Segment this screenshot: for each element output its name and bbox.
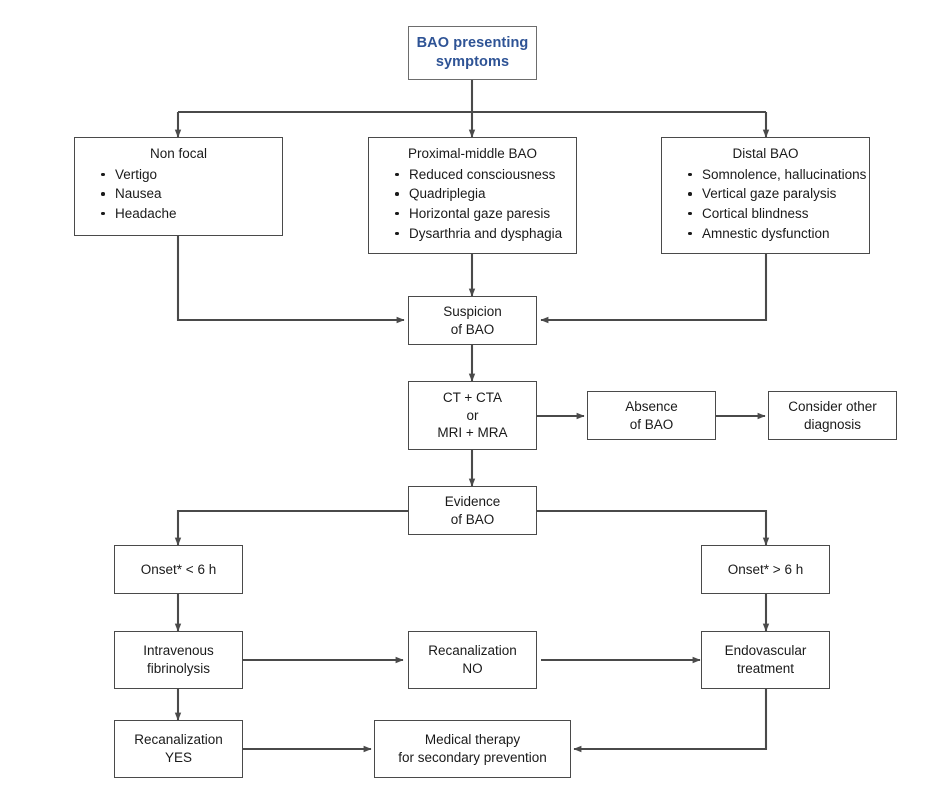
node-distal-bao[interactable]: Distal BAO Somnolence, hallucinations Ve…	[661, 137, 870, 254]
endovascular-line-2: treatment	[736, 661, 795, 676]
suspicion-line-2: of BAO	[450, 321, 495, 337]
recan-no-line-2: NO	[462, 661, 483, 676]
suspicion-line-1: Suspicion	[443, 303, 502, 319]
distal-title: Distal BAO	[732, 146, 799, 161]
iv-fibrinolysis-line-1: Intravenous	[143, 643, 214, 659]
list-item: Horizontal gaze paresis	[395, 204, 576, 224]
node-endovascular-treatment[interactable]: Endovascular treatment	[701, 631, 830, 689]
node-recanalization-yes[interactable]: Recanalization YES	[114, 720, 243, 778]
recan-yes-line-1: Recanalization	[134, 732, 223, 748]
recan-yes-line-2: YES	[164, 750, 192, 765]
node-non-focal[interactable]: Non focal Vertigo Nausea Headache	[74, 137, 283, 236]
list-item: Vertical gaze paralysis	[688, 184, 869, 204]
node-onset-greater-than-6h[interactable]: Onset* > 6 h	[701, 545, 830, 594]
node-evidence-of-bao[interactable]: Evidence of BAO	[408, 486, 537, 535]
list-item: Vertigo	[101, 165, 282, 185]
recan-no-line-1: Recanalization	[428, 643, 517, 659]
consider-other-line-2: diagnosis	[803, 416, 862, 432]
list-item: Quadriplegia	[395, 184, 576, 204]
root-label: BAO presenting symptoms	[416, 35, 529, 70]
node-bao-presenting-symptoms[interactable]: BAO presenting symptoms	[408, 26, 537, 80]
node-absence-of-bao[interactable]: Absence of BAO	[587, 391, 716, 440]
list-item: Dysarthria and dysphagia	[395, 224, 576, 244]
endovascular-line-1: Endovascular	[724, 643, 807, 659]
iv-fibrinolysis-line-2: fibrinolysis	[146, 661, 211, 676]
list-item: Headache	[101, 204, 282, 224]
onset-gt-label: Onset* > 6 h	[727, 561, 804, 577]
list-item: Cortical blindness	[688, 204, 869, 224]
list-item: Reduced consciousness	[395, 165, 576, 185]
consider-other-line-1: Consider other	[788, 398, 877, 414]
distal-list: Somnolence, hallucinations Vertical gaze…	[662, 165, 869, 244]
absence-line-2: of BAO	[629, 416, 674, 432]
node-intravenous-fibrinolysis[interactable]: Intravenous fibrinolysis	[114, 631, 243, 689]
node-proximal-middle-bao[interactable]: Proximal-middle BAO Reduced consciousnes…	[368, 137, 577, 254]
node-medical-therapy[interactable]: Medical therapy for secondary prevention	[374, 720, 571, 778]
node-suspicion-of-bao[interactable]: Suspicion of BAO	[408, 296, 537, 345]
list-item: Amnestic dysfunction	[688, 224, 869, 244]
non-focal-title: Non focal	[149, 146, 208, 161]
node-consider-other-diagnosis[interactable]: Consider other diagnosis	[768, 391, 897, 440]
proximal-middle-title: Proximal-middle BAO	[407, 146, 538, 161]
medical-therapy-line-2: for secondary prevention	[398, 750, 547, 765]
node-recanalization-no[interactable]: Recanalization NO	[408, 631, 537, 689]
non-focal-list: Vertigo Nausea Headache	[75, 165, 282, 224]
evidence-line-2: of BAO	[450, 511, 495, 527]
proximal-middle-list: Reduced consciousness Quadriplegia Horiz…	[369, 165, 576, 244]
imaging-line-3: MRI + MRA	[437, 425, 508, 441]
absence-line-1: Absence	[625, 398, 678, 414]
node-imaging[interactable]: CT + CTA or MRI + MRA	[408, 381, 537, 450]
evidence-line-1: Evidence	[444, 493, 501, 509]
medical-therapy-line-1: Medical therapy	[424, 732, 521, 748]
onset-lt-label: Onset* < 6 h	[140, 561, 217, 577]
list-item: Nausea	[101, 184, 282, 204]
imaging-line-1: CT + CTA	[442, 390, 503, 406]
list-item: Somnolence, hallucinations	[688, 165, 869, 185]
imaging-line-2: or	[466, 407, 479, 423]
node-onset-less-than-6h[interactable]: Onset* < 6 h	[114, 545, 243, 594]
